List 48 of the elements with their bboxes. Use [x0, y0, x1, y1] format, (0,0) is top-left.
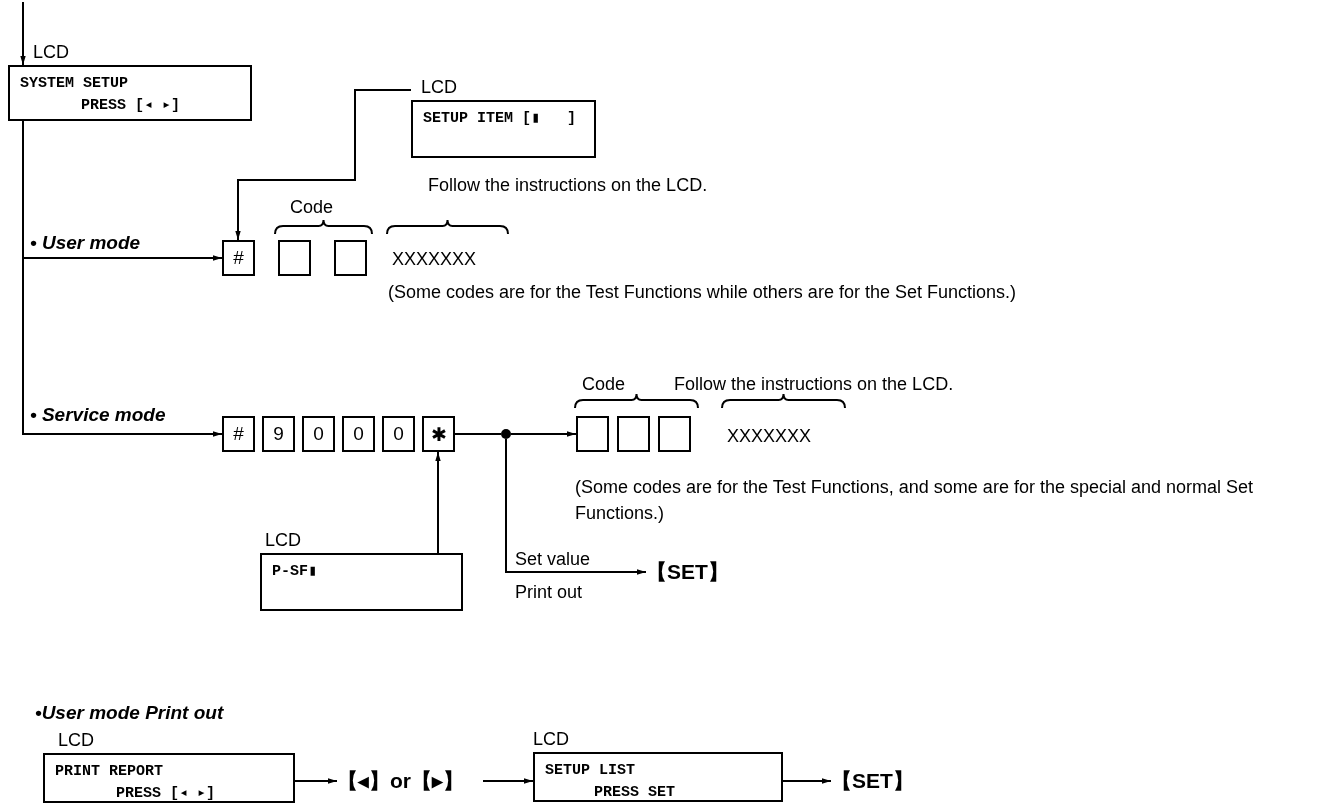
code-entry-box: [334, 240, 367, 276]
lcd-display: SYSTEM SETUP PRESS [◂ ▸]: [8, 65, 252, 121]
arrow: [510, 431, 577, 437]
display-heading: LCD: [265, 529, 301, 552]
arrow: [505, 438, 647, 575]
display-heading: LCD: [33, 41, 69, 64]
key-symbol: 9: [262, 416, 295, 452]
arrow: [20, 1, 26, 66]
code-entry-box: [278, 240, 311, 276]
key-symbol: #: [222, 416, 255, 452]
code-entry-box: [576, 416, 609, 452]
junction-dot: [501, 429, 511, 439]
display-heading: LCD: [533, 728, 569, 751]
key-symbol: 0: [382, 416, 415, 452]
display-heading: LCD: [421, 76, 457, 99]
code-entry-box: [658, 416, 691, 452]
arrow: [235, 89, 412, 241]
edge-label: • User mode: [30, 232, 141, 254]
note-text: Follow the instructions on the LCD.: [428, 174, 708, 197]
arrow: [294, 778, 338, 784]
arrow: [435, 451, 441, 554]
lcd-display: PRINT REPORT PRESS [◂ ▸]: [43, 753, 295, 803]
lcd-display: SETUP LIST PRESS SET: [533, 752, 783, 802]
lcd-display: SETUP ITEM [▮ ]: [411, 100, 596, 158]
code-entry-box: [617, 416, 650, 452]
placeholder-text: XXXXXXX: [727, 425, 812, 448]
key-name: 【SET】: [831, 767, 911, 795]
section-heading: •User mode Print out: [35, 702, 224, 724]
key-name: 【◂】or【▸】: [337, 767, 483, 795]
key-symbol: 0: [342, 416, 375, 452]
arrow: [482, 778, 534, 784]
key-symbol: #: [222, 240, 255, 276]
note-text: (Some codes are for the Test Functions while others are for the Set Functions.): [388, 281, 1016, 304]
edge-label: Set value: [515, 548, 591, 571]
connector-line: [454, 433, 502, 435]
display-heading: LCD: [58, 729, 94, 752]
key-name: 【SET】: [646, 558, 726, 586]
arrow: [782, 778, 832, 784]
lcd-display: P-SF▮: [260, 553, 463, 611]
edge-label: • Service mode: [30, 404, 166, 426]
key-symbol: 0: [302, 416, 335, 452]
option-label: Print out: [515, 581, 583, 604]
brace-label: Code: [290, 196, 334, 219]
note-text: Follow the instructions on the LCD.: [674, 373, 954, 396]
key-symbol: ✱: [422, 416, 455, 452]
brace-label: Code: [582, 373, 626, 396]
placeholder-text: XXXXXXX: [392, 248, 477, 271]
note-text: (Some codes are for the Test Functions, and some are for the special and normal Set Functions.): [575, 476, 1255, 525]
